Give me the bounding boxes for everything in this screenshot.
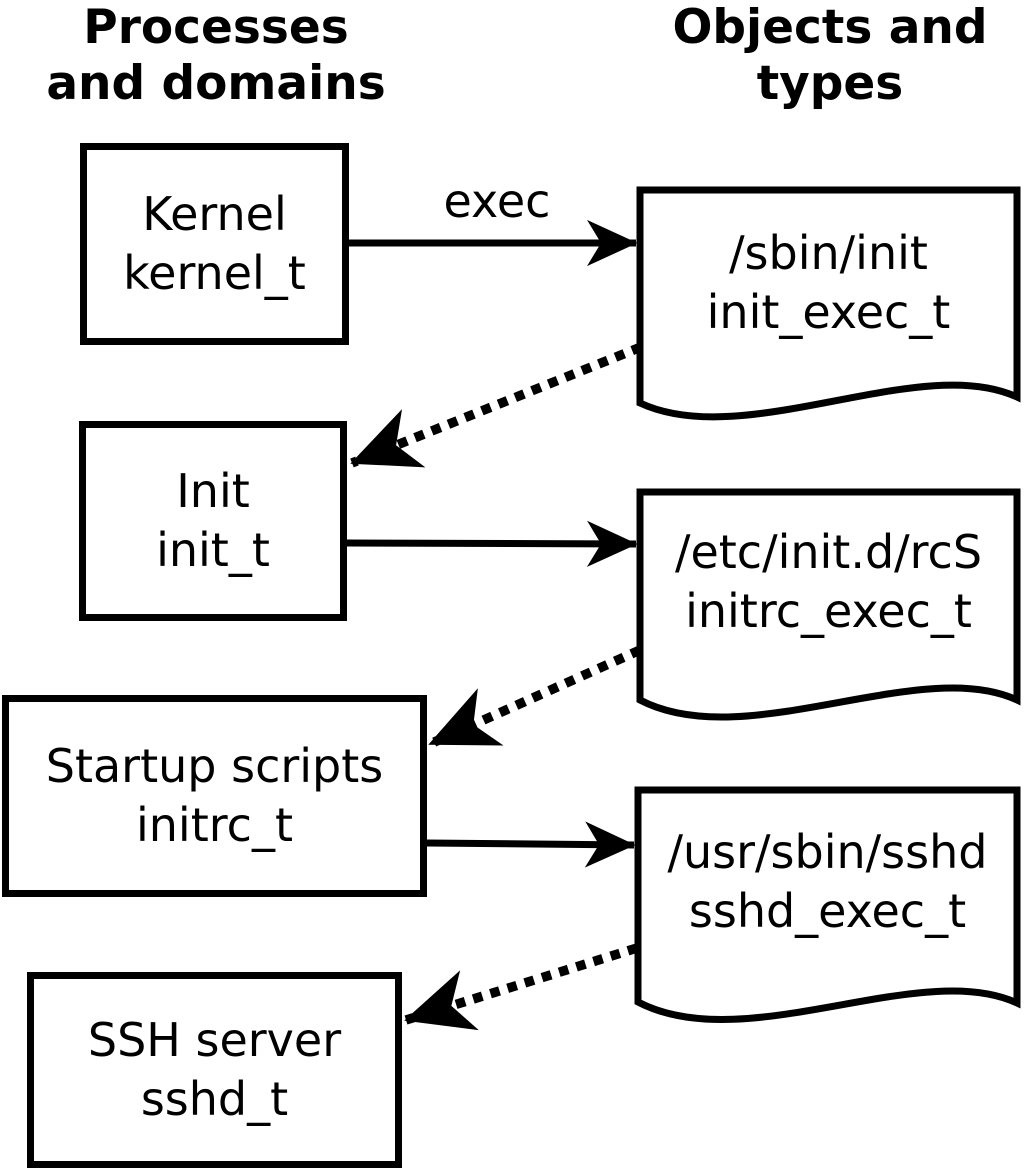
object-shape-etc-initd-rcs[interactable] [636,488,1021,721]
header-left-line1: Processes [83,0,349,55]
transition-arrow-init-exec-to-init [350,342,643,468]
object-node-etc-initd-rcs[interactable]: /etc/init.d/rcS initrc_exec_t [640,492,1017,700]
object-shape-usr-sbin-sshd[interactable] [634,786,1021,1024]
process-node-ssh-server[interactable]: SSH server sshd_t [27,972,402,1168]
header-right-line1: Objects and [672,0,988,55]
process-node-kernel[interactable]: Kernel kernel_t [80,143,349,345]
transition-arrow-sshd-exec-to-sshd [404,943,639,1031]
object-type: sshd_exec_t [688,884,967,938]
object-path: /usr/sbin/sshd [667,825,988,879]
object-shape-sbin-init[interactable] [636,186,1021,421]
process-name: Kernel [142,187,287,241]
process-node-startup-scripts[interactable]: Startup scripts initrc_t [2,695,427,897]
exec-arrow-label: exec [443,174,551,228]
object-path: /sbin/init [729,225,928,280]
object-type: init_exec_t [706,284,951,339]
process-node-init[interactable]: Init init_t [79,421,347,621]
object-node-usr-sbin-sshd[interactable]: /usr/sbin/sshd sshd_exec_t [638,790,1017,1002]
object-type: initrc_exec_t [685,584,972,638]
process-name: Startup scripts [45,739,384,793]
process-name: Init [176,464,250,518]
object-node-sbin-init[interactable]: /sbin/init init_exec_t [640,190,1017,403]
process-domain: init_t [156,523,270,577]
process-domain: sshd_t [140,1072,289,1126]
transition-arrow-initrc-exec-to-initrc [428,645,642,749]
header-processes-and-domains: Processes and domains [0,0,432,112]
header-right-line2: types [756,56,904,111]
exec-arrow-initrc-to-sshd-exec [426,821,636,868]
exec-arrow-init-to-initrc-exec [346,520,638,567]
process-name: SSH server [87,1013,342,1067]
header-objects-and-types: Objects and types [614,0,1024,112]
process-domain: initrc_t [136,798,293,852]
header-left-line2: and domains [46,56,386,111]
process-domain: kernel_t [123,246,306,300]
object-path: /etc/init.d/rcS [674,525,983,579]
